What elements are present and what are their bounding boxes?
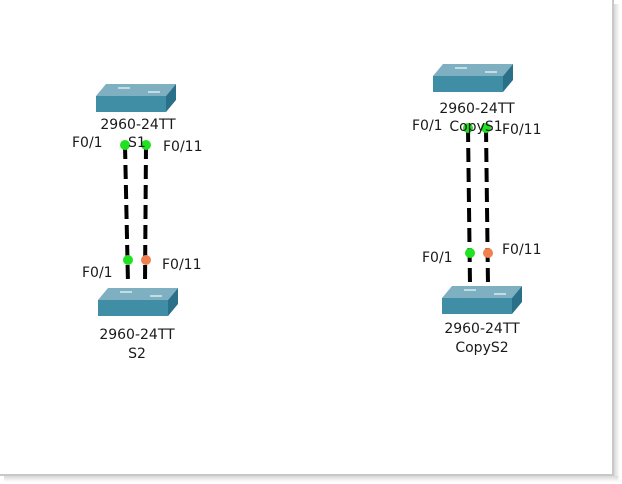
s2-port-f011-label: F0/11 xyxy=(162,257,202,273)
port-led-s1-f011[interactable] xyxy=(141,140,151,150)
frame-shadow-right xyxy=(614,4,620,482)
switch-top-face xyxy=(96,84,176,96)
port-led-copys2-f01[interactable] xyxy=(465,248,475,258)
switch-top-face xyxy=(433,64,513,76)
switch-copys1[interactable] xyxy=(433,64,513,92)
switch-copys2[interactable] xyxy=(442,286,522,314)
switch-front-face xyxy=(96,96,166,112)
port-led-s2-f011[interactable] xyxy=(141,255,151,265)
switch-s2[interactable] xyxy=(98,288,178,316)
switch-side-face xyxy=(512,286,522,314)
link-copys1-copys2-f011[interactable] xyxy=(484,127,490,286)
switch-front-face xyxy=(433,76,503,92)
s1-port-f011-label: F0/11 xyxy=(163,139,203,155)
switch-top-face xyxy=(442,286,522,298)
s1-port-f01-label: F0/1 xyxy=(72,135,103,151)
frame-border-right xyxy=(612,0,614,476)
s1-model-label: 2960-24TT xyxy=(100,117,176,133)
copys1-port-f01-label: F0/1 xyxy=(412,118,443,134)
port-led-copys1-f011[interactable] xyxy=(481,123,491,133)
port-led-s1-f01[interactable] xyxy=(120,140,130,150)
copys2-port-f01-label: F0/1 xyxy=(422,250,453,266)
link-s1-s2-f01[interactable] xyxy=(123,144,130,285)
port-led-copys1-f01[interactable] xyxy=(463,123,473,133)
port-led-s2-f01[interactable] xyxy=(123,255,133,265)
copys2-port-f011-label: F0/11 xyxy=(502,242,542,258)
copys1-port-f011-label: F0/11 xyxy=(502,122,542,138)
copys1-model-label: 2960-24TT xyxy=(439,101,515,117)
copys1-name-label: CopyS1 xyxy=(449,119,503,135)
link-copys1-copys2-f01[interactable] xyxy=(466,127,472,286)
s1-name-label: S1 xyxy=(128,135,146,151)
s2-port-f01-label: F0/1 xyxy=(82,265,113,281)
link-s1-s2-f011[interactable] xyxy=(143,144,148,285)
port-led-copys2-f011[interactable] xyxy=(483,248,493,258)
switch-side-face xyxy=(166,84,176,112)
switch-side-face xyxy=(168,288,178,316)
frame-border-bottom xyxy=(0,474,614,476)
switch-side-face xyxy=(503,64,513,92)
switch-top-face xyxy=(98,288,178,300)
switch-front-face xyxy=(442,298,512,314)
copys2-name-label: CopyS2 xyxy=(455,340,509,356)
s2-name-label: S2 xyxy=(128,346,146,362)
copys2-model-label: 2960-24TT xyxy=(444,321,520,337)
frame-shadow-bottom xyxy=(4,476,618,482)
switch-s1[interactable] xyxy=(96,84,176,112)
s2-model-label: 2960-24TT xyxy=(99,327,175,343)
switch-front-face xyxy=(98,300,168,316)
